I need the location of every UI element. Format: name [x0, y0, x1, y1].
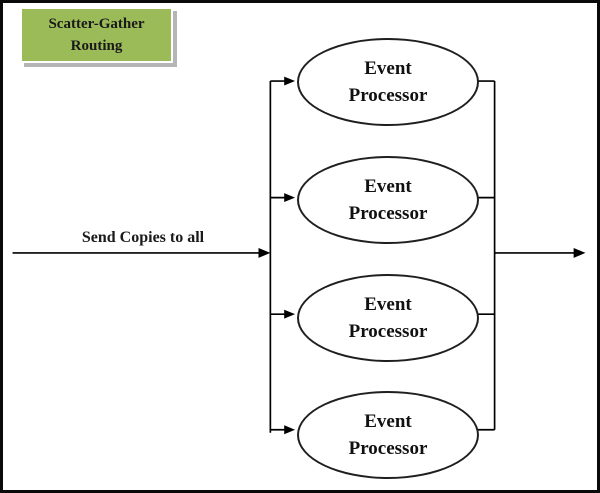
- title-line-2: Routing: [70, 38, 123, 54]
- title-box: Scatter-Gather Routing: [20, 7, 173, 63]
- event-processor-ellipse-2: Event Processor: [297, 156, 479, 244]
- input-arrowhead: [258, 247, 271, 258]
- event-processor-ellipse-1: Event Processor: [297, 38, 479, 126]
- processor-label-line-2: Processor: [348, 321, 428, 342]
- branch-arrowhead-4: [284, 425, 296, 435]
- branch-arrowhead-2: [284, 193, 296, 203]
- processor-label-line-2: Processor: [348, 85, 428, 106]
- processor-label-line-1: Event: [364, 58, 412, 79]
- connector-lines: [12, 76, 586, 435]
- processor-label-line-2: Processor: [348, 438, 428, 459]
- processor-label-line-1: Event: [364, 176, 412, 197]
- output-arrowhead: [573, 247, 586, 258]
- event-processor-ellipse-4: Event Processor: [297, 391, 479, 479]
- processor-label-line-2: Processor: [348, 203, 428, 224]
- processor-label-line-1: Event: [364, 411, 412, 432]
- input-arrow-label: Send Copies to all: [81, 229, 205, 246]
- event-processor-ellipse-3: Event Processor: [297, 274, 479, 362]
- branch-arrowhead-1: [284, 76, 296, 86]
- processor-label-line-1: Event: [364, 294, 412, 315]
- branch-arrowhead-3: [284, 309, 296, 319]
- title-line-1: Scatter-Gather: [48, 16, 145, 32]
